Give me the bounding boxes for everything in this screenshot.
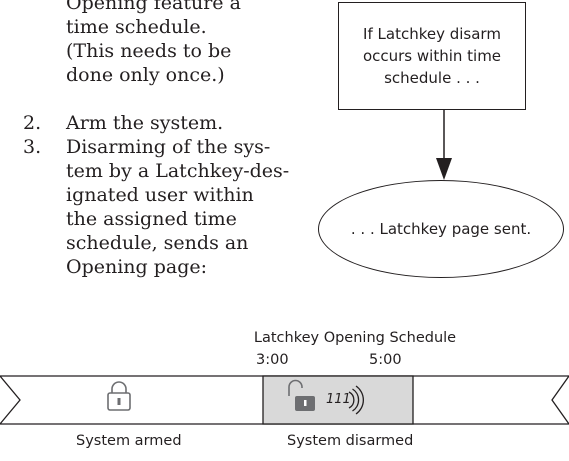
down-arrow-icon bbox=[436, 110, 452, 180]
timeline-band: 111 bbox=[0, 375, 569, 425]
page-signal-icon bbox=[348, 385, 365, 415]
schedule-window bbox=[262, 375, 414, 425]
step-text-line: ignated user within bbox=[66, 184, 254, 206]
step-text-line: Disarming of the sys- bbox=[66, 136, 271, 158]
result-text: . . . Latchkey page sent. bbox=[350, 220, 532, 238]
intro-text: Opening feature a time schedule. (This n… bbox=[66, 0, 241, 86]
condition-text: If Latchkey disarm occurs within time sc… bbox=[362, 25, 502, 87]
disarmed-label: System disarmed bbox=[287, 433, 414, 449]
result-ellipse: . . . Latchkey page sent. bbox=[318, 180, 564, 278]
step-text: Arm the system. bbox=[66, 112, 224, 134]
lock-open-icon bbox=[288, 379, 315, 411]
lock-closed-icon bbox=[107, 381, 131, 411]
step-number: 2. bbox=[23, 112, 42, 134]
armed-label: System armed bbox=[76, 433, 182, 449]
condition-box: If Latchkey disarm occurs within time sc… bbox=[338, 2, 526, 110]
step-text-line: the assigned time bbox=[66, 208, 237, 230]
step-text-line: schedule, sends an bbox=[66, 232, 249, 254]
step-text-line: Opening page: bbox=[66, 256, 208, 278]
schedule-end-time: 5:00 bbox=[369, 352, 402, 368]
step-text: Disarming of the sys- tem by a Latchkey-… bbox=[66, 135, 311, 279]
schedule-start-time: 3:00 bbox=[256, 352, 289, 368]
step-text-line: tem by a Latchkey-des- bbox=[66, 160, 290, 182]
page-code: 111 bbox=[326, 392, 351, 407]
schedule-title: Latchkey Opening Schedule bbox=[253, 330, 457, 346]
step-number: 3. bbox=[23, 136, 42, 158]
